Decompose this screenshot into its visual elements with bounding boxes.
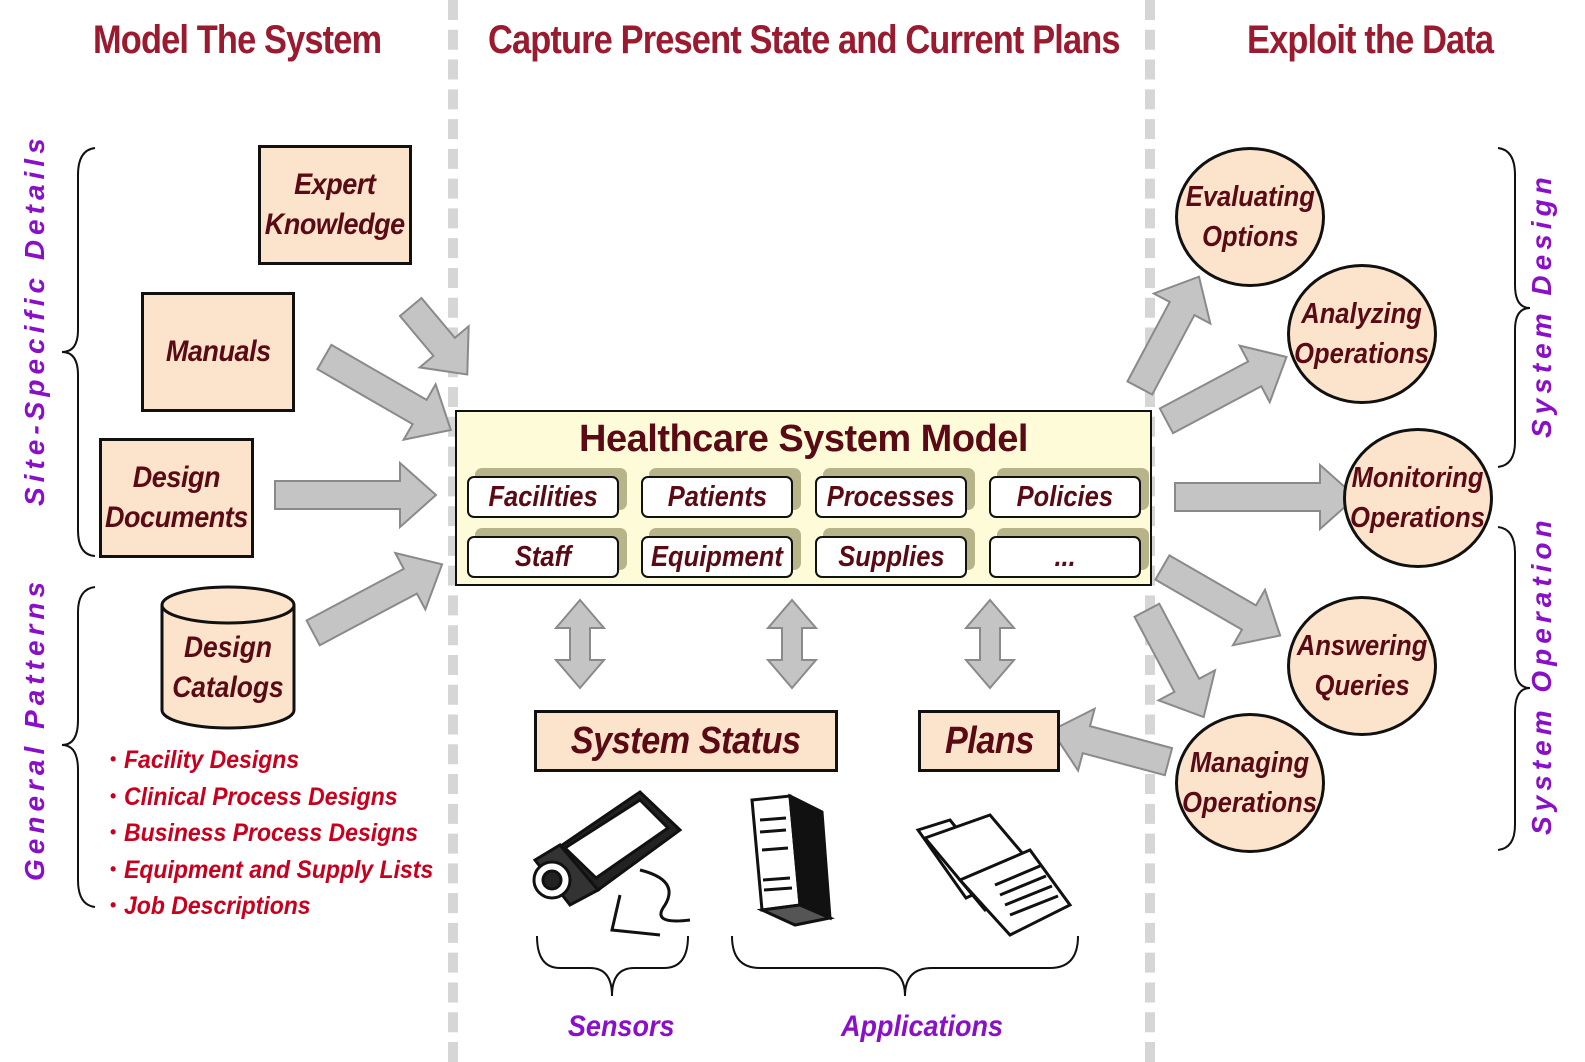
tile-policies: Policies [989, 476, 1141, 518]
design-catalogs-label: Design Catalogs [172, 631, 284, 704]
model-title: Healthcare System Model [579, 418, 1028, 460]
label-applications: Applications [841, 1010, 1004, 1043]
list-item: •Job Descriptions [110, 892, 311, 920]
tile-processes: Processes [815, 476, 967, 518]
brace-general-patterns [61, 586, 96, 908]
camera-icon [532, 790, 691, 937]
tile-more: ... [989, 536, 1141, 578]
arrow-to-monitoring [1174, 462, 1358, 532]
label-sensors: Sensors [567, 1010, 675, 1043]
arrow-to-analyzing [1158, 344, 1288, 435]
tile-supplies: Supplies [815, 536, 967, 578]
tile-facilities: Facilities [467, 476, 619, 518]
label-system-design: System Design [1526, 172, 1557, 438]
arrow-to-evaluating [1126, 275, 1212, 396]
arrow-docs-to-model [274, 460, 438, 530]
tile-equipment: Equipment [641, 536, 793, 578]
title-capture-present-state: Capture Present State and Current Plans [488, 18, 1121, 62]
box-manuals: Manuals [141, 292, 295, 412]
arrow-to-managing [1133, 602, 1217, 719]
box-system-status: System Status [534, 710, 838, 772]
tile-patients: Patients [641, 476, 793, 518]
brace-system-design [1497, 147, 1531, 468]
database-cylinder-icon [160, 585, 296, 730]
list-item: •Equipment and Supply Lists [110, 855, 434, 884]
file-folder-icon [915, 813, 1073, 937]
list-item: •Clinical Process Designs [110, 782, 398, 811]
brace-system-operation [1497, 526, 1531, 851]
list-item: •Facility Designs [110, 746, 300, 774]
arrow-managing-to-plans [1050, 706, 1174, 777]
double-arrow-status-left [553, 598, 607, 690]
arrow-expert-to-model [398, 296, 470, 376]
tile-staff: Staff [467, 536, 619, 578]
brace-applications [731, 935, 1079, 997]
healthcare-system-model: Healthcare System Model Facilities Patie… [455, 410, 1152, 586]
arrow-catalogs-to-model [305, 551, 444, 647]
double-arrow-plans [963, 598, 1017, 690]
label-general-patterns: General Patterns [19, 576, 50, 881]
double-arrow-status-right [765, 598, 819, 690]
arrow-manuals-to-model [316, 343, 453, 442]
brace-sensors [536, 935, 689, 997]
label-system-operation: System Operation [1526, 515, 1557, 835]
title-model-the-system: Model The System [93, 18, 382, 62]
arrow-to-answering [1154, 554, 1282, 647]
server-tower-icon [750, 793, 835, 927]
pattern-list: •Facility Designs •Clinical Process Desi… [110, 742, 460, 925]
column-divider-left [448, 0, 458, 1062]
list-item: •Business Process Designs [110, 819, 419, 847]
label-site-specific-details: Site-Specific Details [19, 133, 50, 506]
brace-site-specific [61, 147, 96, 557]
box-plans: Plans [918, 710, 1060, 772]
title-exploit-the-data: Exploit the Data [1247, 18, 1494, 62]
